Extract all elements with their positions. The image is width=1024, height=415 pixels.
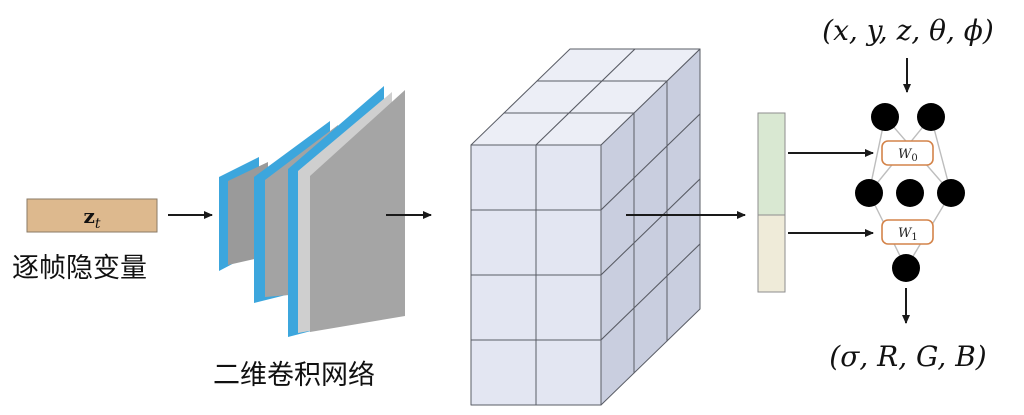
mlp-network: W0 W1: [855, 103, 965, 282]
mlp-node: [871, 103, 899, 131]
mlp-node: [896, 179, 924, 207]
conv-caption: 二维卷积网络: [213, 360, 375, 391]
grid-front-cell: [470, 274, 537, 341]
grid-front-cell: [535, 144, 602, 211]
grid-front-cell: [470, 209, 537, 276]
grid-front-cell: [535, 209, 602, 276]
weight-box-w1: [881, 219, 934, 245]
mlp-node: [917, 103, 945, 131]
grid-front-cell: [535, 274, 602, 341]
output-values: (σ, R, G, B): [829, 340, 986, 373]
weight-label-w1: W1: [898, 226, 918, 243]
grid-front-cell: [535, 339, 602, 406]
feature-vector: [757, 112, 786, 293]
latent-variable: zt 逐帧隐变量: [12, 198, 158, 284]
feature-vector-bottom: [757, 214, 786, 293]
weight-label-w0: W0: [898, 147, 918, 164]
conv-network: 二维卷积网络: [213, 86, 405, 391]
mlp-node: [855, 179, 883, 207]
latent-subscript: t: [95, 216, 101, 232]
mlp-node: [937, 179, 965, 207]
grid-front-cell: [470, 339, 537, 406]
latent-label: zt: [84, 204, 101, 232]
feature-vector-top: [757, 112, 786, 216]
grid-front-cell: [470, 144, 537, 211]
feature-volume: [470, 48, 701, 406]
latent-caption: 逐帧隐变量: [12, 253, 147, 284]
latent-box: [26, 198, 158, 233]
input-coordinates: (x, y, z, θ, ϕ): [822, 14, 994, 47]
mlp-node: [892, 254, 920, 282]
conv-layer-3-gray: [310, 90, 405, 332]
weight-box-w0: [881, 140, 934, 166]
